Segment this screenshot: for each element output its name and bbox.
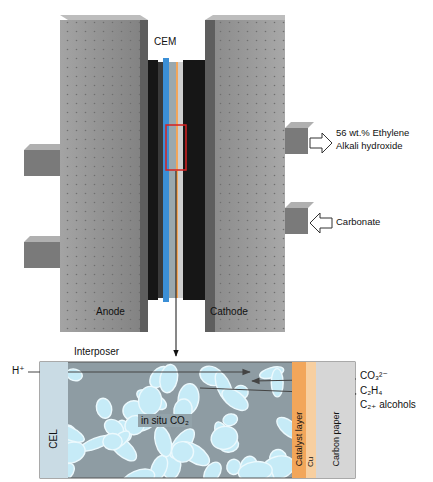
catalyst-layer: Catalyst layer xyxy=(292,362,306,478)
ionomer-particle xyxy=(68,367,84,382)
electrode-label: Cathode xyxy=(210,306,248,318)
product-label: C₂H₄ xyxy=(360,385,382,397)
copper-layer: Cu xyxy=(306,362,316,478)
membrane-label: CEM xyxy=(154,36,176,48)
layer-label: CEL xyxy=(49,429,59,448)
ionomer-particle xyxy=(152,425,175,459)
ionomer-particle xyxy=(138,386,162,416)
ion-label: CO₃²⁻ xyxy=(360,370,388,382)
carbon-paper-layer: Carbon paper xyxy=(316,362,355,478)
cel-layer: CEL xyxy=(40,362,68,478)
product-label: C₂₊ alcohols xyxy=(360,399,416,411)
layer-label: Cu xyxy=(307,457,315,467)
ionomer-particle xyxy=(271,369,283,397)
layer-label: Catalyst layer xyxy=(295,412,304,467)
ionomer-particle xyxy=(94,397,113,420)
anode-end-plate xyxy=(60,15,148,332)
inlet-label: Carbonate xyxy=(336,217,380,228)
electrode-label: Anode xyxy=(96,306,125,318)
region-heading: Interposer xyxy=(74,346,119,357)
interposer-layer: Interposerin situ CO₂ xyxy=(68,362,292,478)
outlet-label: 56 wt.% Ethylene xyxy=(336,128,409,139)
anode-ports xyxy=(24,144,66,268)
outlet-arrow xyxy=(310,133,332,153)
ion-label: H⁺ xyxy=(12,365,25,377)
ionomer-particle xyxy=(103,433,123,450)
ionomer-particle xyxy=(157,363,179,394)
layer-label: Carbon paper xyxy=(331,411,340,466)
ionomer-particles xyxy=(68,363,292,478)
ionomer-particle xyxy=(208,423,240,452)
region-label: in situ CO₂ xyxy=(138,414,192,427)
inlet-arrow xyxy=(310,213,332,233)
ionomer-particle xyxy=(273,414,292,443)
ionomer-particle xyxy=(68,420,87,446)
outlet-label: Alkali hydroxide xyxy=(336,141,403,152)
ionomer-particle xyxy=(171,441,195,463)
ionomer-particle xyxy=(237,460,273,478)
interposer-ground xyxy=(68,362,292,478)
cathode-end-plate xyxy=(205,15,285,332)
zoom-pointer xyxy=(176,171,177,356)
inset-frame xyxy=(40,362,355,478)
ionomer-particle xyxy=(222,412,239,427)
ionomer-particle xyxy=(118,465,158,478)
zoom-frame xyxy=(166,125,186,170)
